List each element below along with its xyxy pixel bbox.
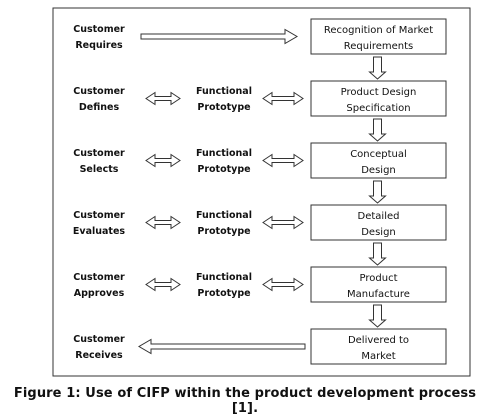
stage-box-2 xyxy=(310,80,447,117)
down-arrow-2 xyxy=(368,118,387,142)
customer-label-3-line-2: Selects xyxy=(80,164,119,175)
stage-label-5-line-1: Product xyxy=(360,273,398,284)
down-arrow-4 xyxy=(368,242,387,266)
figure-caption: Figure 1: Use of CIFP within the product… xyxy=(13,386,477,416)
stage-label-4-line-2: Design xyxy=(361,227,396,238)
customer-label-5-line-2: Approves xyxy=(74,288,125,299)
prototype-label-2-line-2: Prototype xyxy=(197,102,250,113)
stage-label-1-line-1: Recognition of Market xyxy=(324,25,433,36)
prototype-label-3-line-1: Functional xyxy=(196,148,252,159)
right-arrow-1 xyxy=(140,28,298,45)
stage-label-6-line-2: Market xyxy=(361,351,395,362)
double-arrow-left-2 xyxy=(145,91,181,106)
down-arrow-1 xyxy=(368,56,387,80)
customer-label-3-line-1: Customer xyxy=(73,148,125,159)
prototype-label-2-line-1: Functional xyxy=(196,86,252,97)
customer-label-2-line-1: Customer xyxy=(73,86,125,97)
customer-label-4-line-1: Customer xyxy=(73,210,125,221)
double-arrow-right-3 xyxy=(262,153,304,168)
prototype-label-4-line-2: Prototype xyxy=(197,226,250,237)
stage-box-1 xyxy=(310,18,447,55)
customer-label-6-line-1: Customer xyxy=(73,334,125,345)
stage-label-5-line-2: Manufacture xyxy=(347,289,410,300)
customer-label-5-line-1: Customer xyxy=(73,272,125,283)
double-arrow-left-5 xyxy=(145,277,181,292)
stage-box-5 xyxy=(310,266,447,303)
prototype-label-5-line-1: Functional xyxy=(196,272,252,283)
down-arrow-3 xyxy=(368,180,387,204)
customer-label-4-line-2: Evaluates xyxy=(73,226,126,237)
prototype-label-3-line-2: Prototype xyxy=(197,164,250,175)
stage-label-4-line-1: Detailed xyxy=(358,211,400,222)
customer-label-2-line-2: Defines xyxy=(79,102,120,113)
stage-label-2-line-1: Product Design xyxy=(341,87,417,98)
stage-box-4 xyxy=(310,204,447,241)
stage-label-6-line-1: Delivered to xyxy=(348,335,409,346)
customer-label-6-line-2: Receives xyxy=(75,350,123,361)
stage-label-3-line-2: Design xyxy=(361,165,396,176)
stage-label-1-line-2: Requirements xyxy=(344,41,414,52)
prototype-label-5-line-2: Prototype xyxy=(197,288,250,299)
double-arrow-left-3 xyxy=(145,153,181,168)
down-arrow-5 xyxy=(368,304,387,328)
stage-label-2-line-2: Specification xyxy=(346,103,410,114)
double-arrow-right-5 xyxy=(262,277,304,292)
customer-label-1-line-1: Customer xyxy=(73,24,125,35)
prototype-label-4-line-1: Functional xyxy=(196,210,252,221)
diagram-frame xyxy=(52,7,471,377)
stage-label-3-line-1: Conceptual xyxy=(350,149,407,160)
left-arrow-6 xyxy=(138,338,306,355)
customer-label-1-line-2: Requires xyxy=(75,40,123,51)
double-arrow-right-2 xyxy=(262,91,304,106)
double-arrow-left-4 xyxy=(145,215,181,230)
stage-box-6 xyxy=(310,328,447,365)
double-arrow-right-4 xyxy=(262,215,304,230)
stage-box-3 xyxy=(310,142,447,179)
